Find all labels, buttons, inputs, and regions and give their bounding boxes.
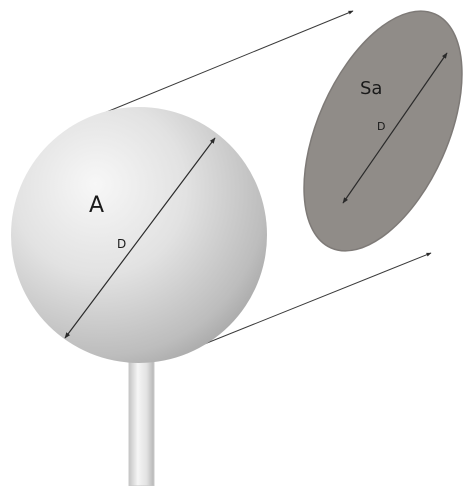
sphere-diameter-label: D (117, 237, 126, 251)
projection-diameter-arrow (342, 52, 448, 204)
sphere (11, 107, 267, 363)
sphere-diameter-arrow (64, 137, 216, 339)
projection-line-bottom (196, 252, 432, 348)
support-pole (128, 349, 155, 486)
sphere-area-label: A (89, 193, 104, 218)
projection-diameter-label: D (377, 120, 385, 133)
projection-ellipse (303, 10, 463, 252)
projection-area-label: Sa (360, 78, 382, 99)
projection-line-top (103, 10, 354, 114)
